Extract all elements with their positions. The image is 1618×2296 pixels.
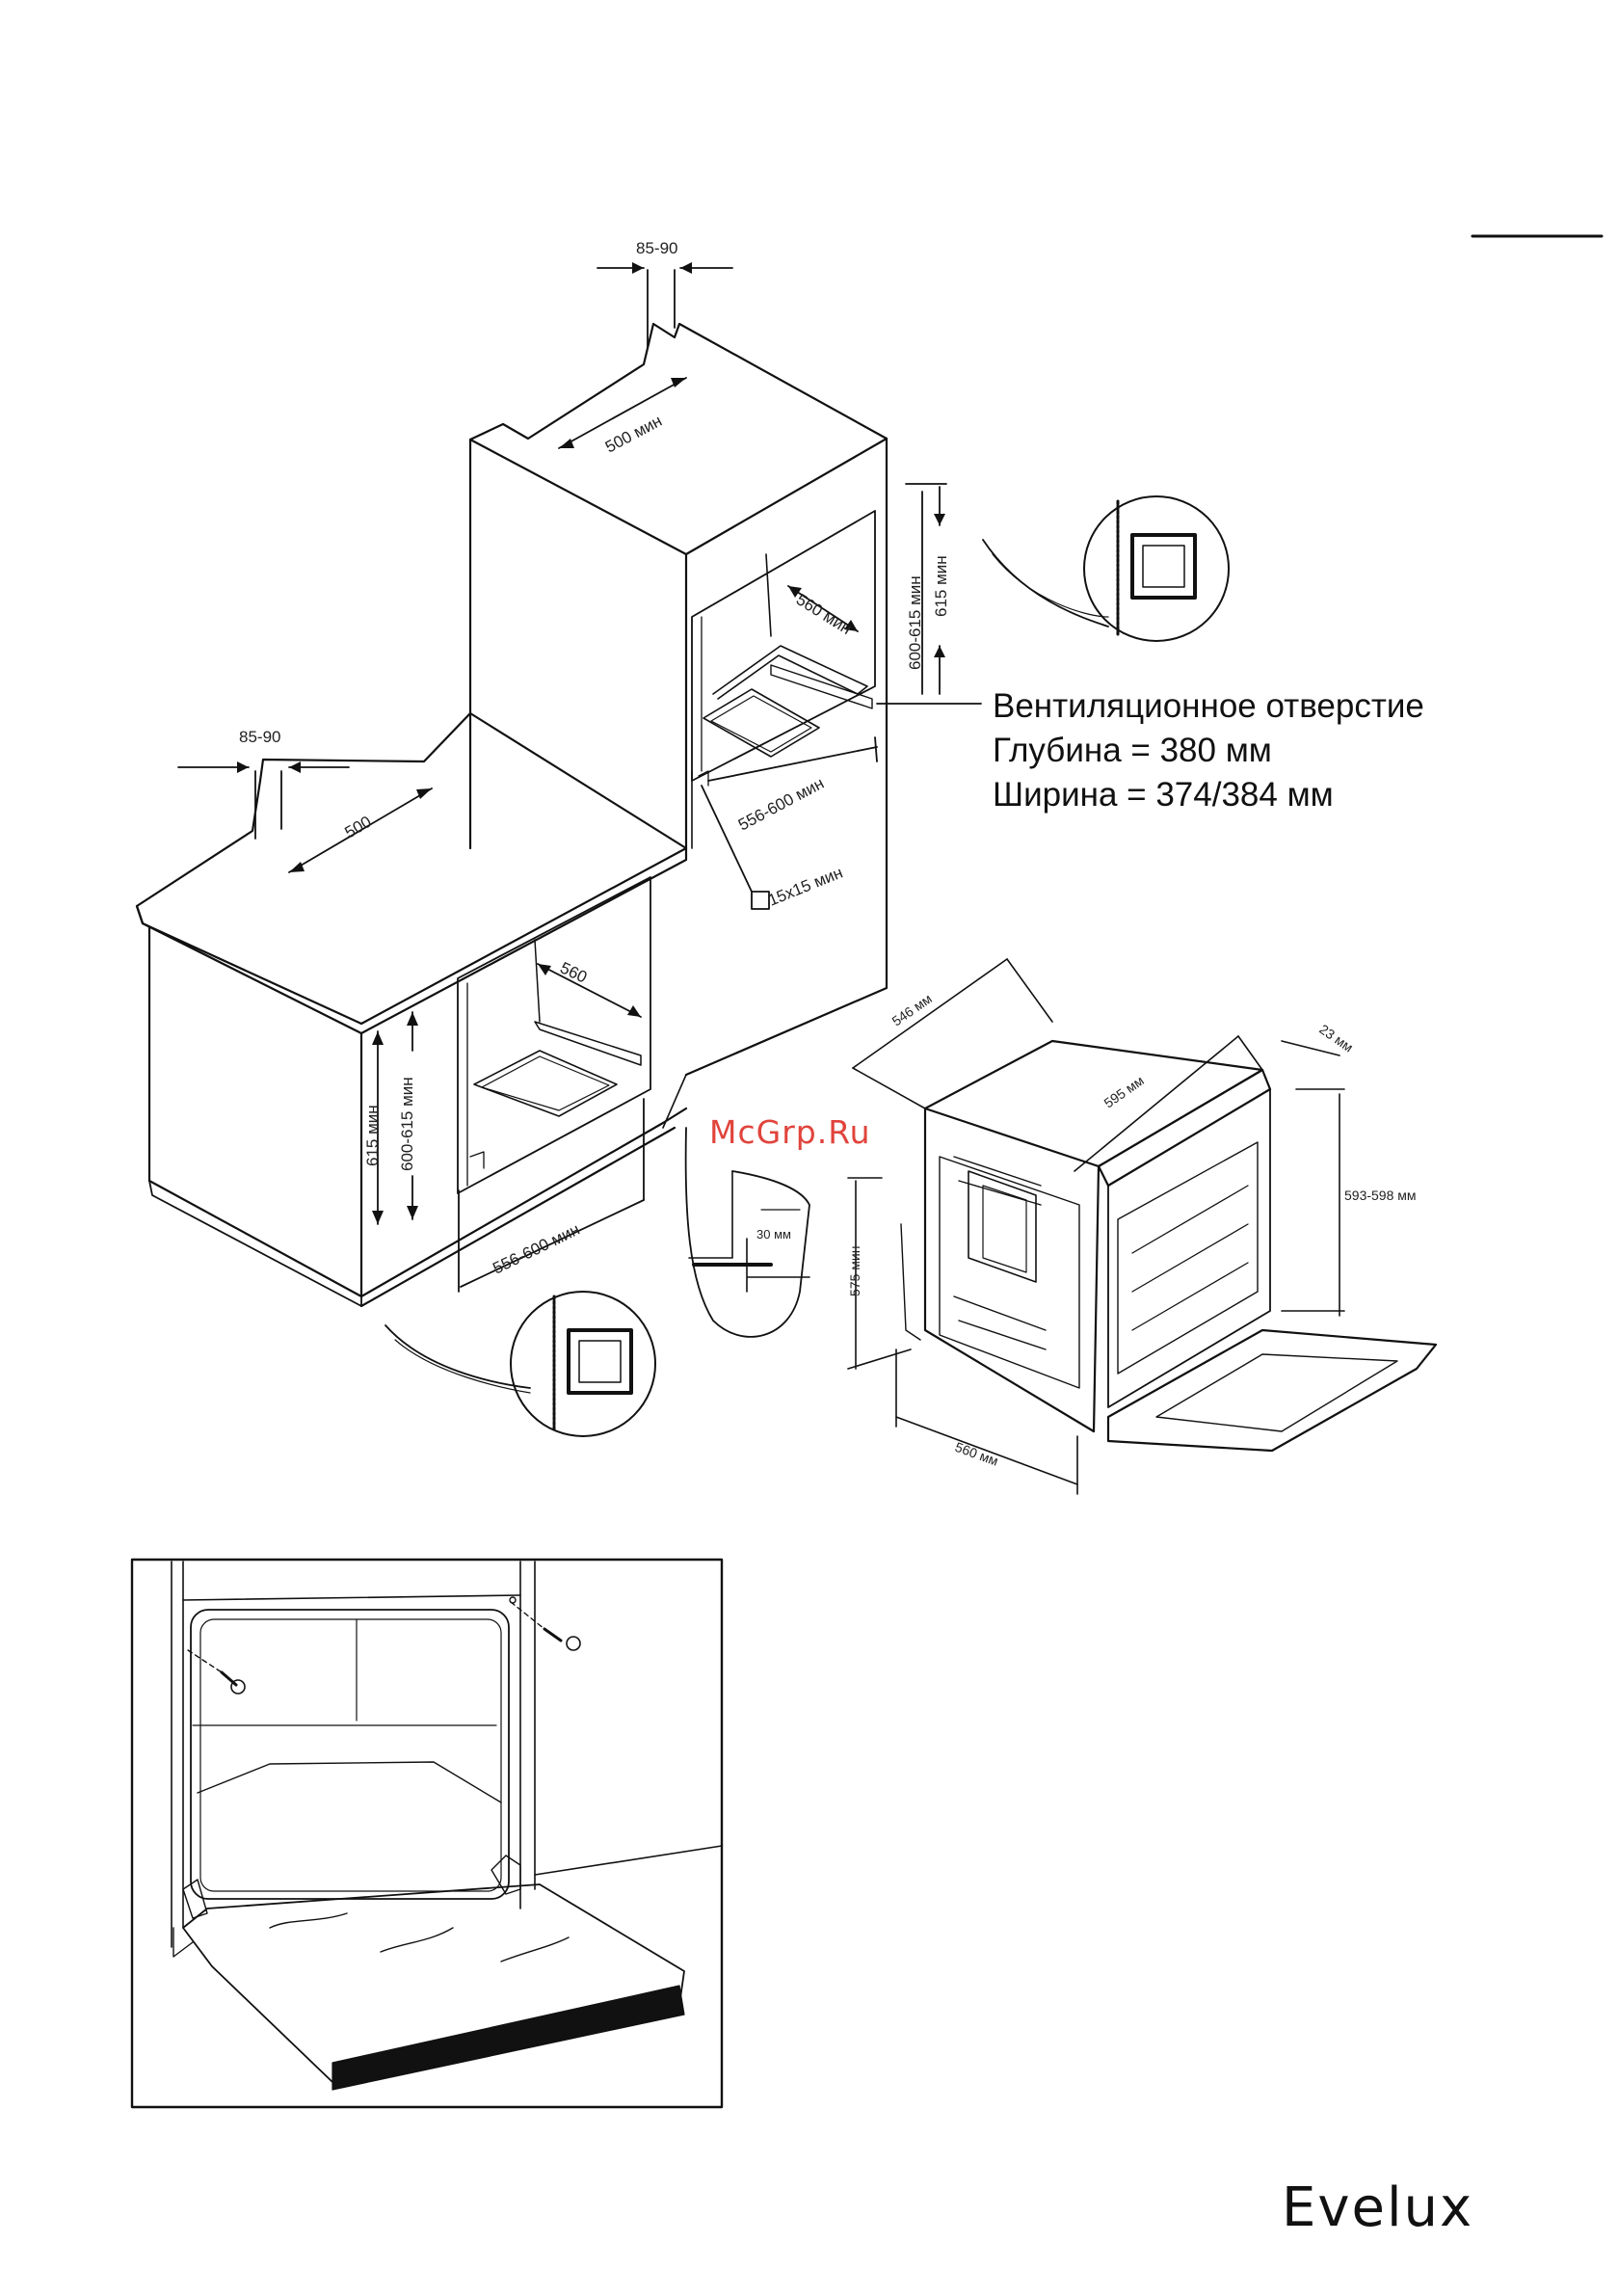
oven-front-height-label: 593-598 мм [1344, 1188, 1417, 1203]
oven-body-height-label: 575 мин [847, 1246, 862, 1296]
base-height-label: 615 мин [363, 1105, 382, 1166]
oven-drawing [901, 1041, 1436, 1451]
oven-body-depth-label: 560 мм [953, 1439, 1000, 1469]
ventilation-title: Вентиляционное отверстие [993, 684, 1424, 729]
tall-gap-top-label: 85-90 [636, 239, 677, 257]
oven-width-label: 595 мм [1101, 1073, 1147, 1111]
brand-logo: Evelux [1282, 2176, 1473, 2239]
base-depth-label: 500 [342, 813, 375, 842]
ventilation-note: Вентиляционное отверстие Глубина = 380 м… [993, 684, 1424, 817]
base-niche-depth-label: 560 [557, 958, 590, 986]
oven-panel-thickness-label: 23 мм [1316, 1021, 1356, 1055]
base-gap-top-label: 85-90 [239, 728, 280, 746]
arrowheads [237, 262, 945, 1224]
tall-niche-depth-label: 560 мин [793, 590, 855, 638]
base-height-range-label: 600-615 мин [398, 1077, 416, 1171]
tall-cabinet [470, 324, 887, 1075]
detail-circle-bottom [385, 1292, 655, 1436]
base-niche-width-label: 556-600 мин [490, 1220, 582, 1278]
ventilation-depth: Глубина = 380 мм [993, 729, 1424, 773]
watermark: McGrp.Ru [709, 1113, 871, 1151]
tall-niche-height-label: 615 мин [932, 555, 950, 617]
detail-circle-top [983, 496, 1229, 641]
tall-niche-width-label: 556-600 мин [735, 774, 827, 835]
dimension-labels: 85-90 500 мин 560 мин 600-615 мин 615 ми… [239, 239, 1417, 1469]
hinge-inset [132, 1560, 722, 2107]
ventilation-width: Ширина = 374/384 мм [993, 773, 1424, 817]
base-cabinet [137, 713, 686, 1306]
tall-niche-height-range-label: 600-615 мин [906, 575, 924, 670]
tall-vent-hole-label: 15х15 мин [765, 864, 845, 910]
oven-top-depth-label: 546 мм [889, 991, 935, 1029]
rear-gap-label: 30 мм [756, 1227, 791, 1241]
